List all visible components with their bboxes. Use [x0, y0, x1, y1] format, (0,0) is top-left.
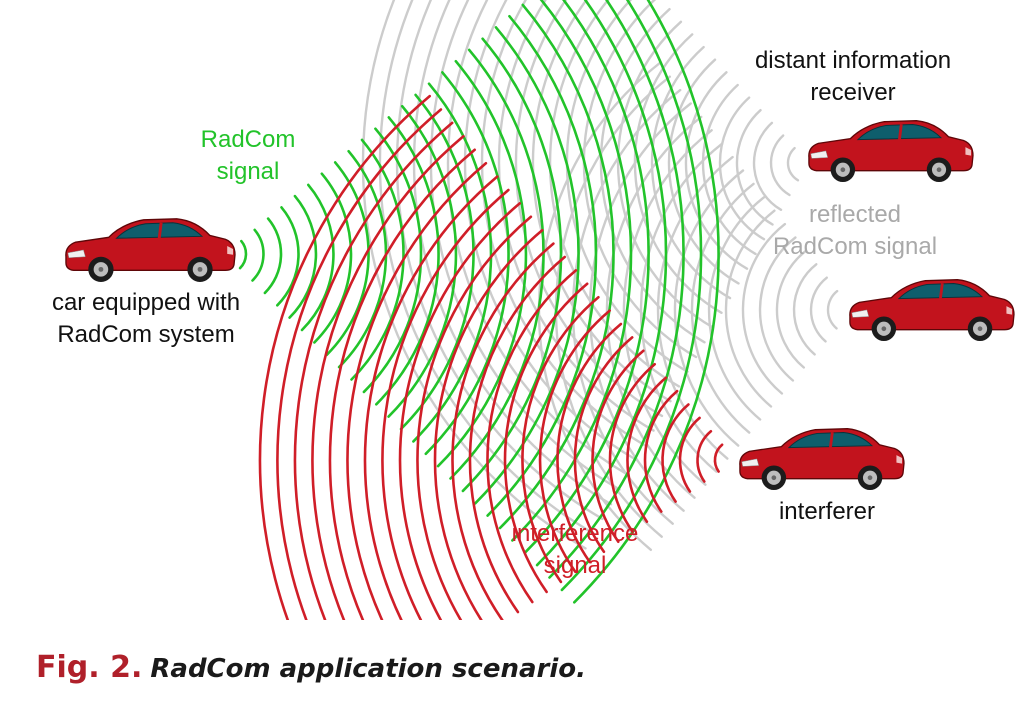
reflected-wave-arc	[752, 121, 783, 211]
reflected-wave-arc	[701, 83, 757, 256]
interference-wave-arc	[556, 322, 623, 564]
interferer-label: interferer	[778, 498, 876, 525]
interference-wave-arc	[416, 215, 533, 620]
interference-wave-arc	[363, 175, 499, 620]
interference-signal-waves	[258, 94, 724, 620]
radcom-wave-arc	[548, 0, 685, 579]
reflected-wave-arc	[826, 289, 839, 330]
reflected-wave-arc	[582, 0, 698, 359]
interference-wave-arc	[293, 121, 454, 620]
reflected-wave-arc	[616, 20, 715, 329]
radcom-wave-arc	[375, 116, 440, 406]
scenario-canvas	[64, 0, 1016, 620]
interference-wave-arc	[538, 309, 611, 574]
reflected-wave-arc	[786, 146, 800, 182]
radcom-wave-arc	[449, 48, 545, 480]
interference-wave-arc	[521, 295, 600, 584]
radcom-wave-arc	[412, 82, 493, 443]
radcom-wave-arc	[424, 71, 510, 456]
interference-wave-arc	[486, 269, 578, 604]
interference-wave-arc	[311, 135, 465, 620]
reflected-wave-arc	[718, 96, 766, 241]
reflected-wave-arc	[673, 169, 745, 447]
interference-wave-arc	[643, 389, 679, 513]
interference-wave-arc	[713, 443, 724, 473]
interference-wave-arc	[661, 403, 690, 503]
radcom-wave-arc	[523, 0, 650, 555]
radcom-wave-arc	[325, 161, 370, 357]
radcom-wave-arc	[498, 3, 615, 530]
radcom-signal-label: RadCom signal	[200, 126, 296, 185]
reflected-wave-arc	[809, 276, 828, 343]
radcom-wave-arc	[387, 104, 458, 418]
radcom-wave-arc	[288, 194, 318, 319]
interference-wave-arc	[328, 148, 476, 620]
interference-wave-arc	[433, 228, 544, 620]
distant-receiver-label: distant information receiver	[754, 47, 952, 106]
interference-wave-arc	[346, 161, 488, 620]
interference-wave-arc	[573, 336, 634, 554]
interference-signal-label: interference signal	[511, 520, 639, 579]
reflected-wave-arc	[735, 109, 774, 226]
figure-caption: Fig. 2.RadCom application scenario.	[36, 646, 586, 690]
interference-wave-arc	[591, 349, 645, 543]
interference-wave-arc	[696, 430, 713, 483]
interference-wave-arc	[258, 94, 431, 620]
reflected-wave-arc	[769, 134, 791, 197]
radcom-wave-arc	[313, 172, 353, 344]
car-icon	[64, 217, 237, 282]
reflected-wave-arc	[378, 0, 596, 535]
radcom-wave-arc	[535, 0, 668, 567]
interference-wave-arc	[678, 416, 701, 493]
reflected-wave-arc	[395, 0, 604, 521]
reflected-wave-arc	[633, 33, 723, 314]
reflected-wave-arc	[565, 0, 689, 373]
figure-number: Fig. 2.	[36, 650, 143, 685]
interference-wave-arc	[608, 362, 656, 533]
interference-wave-arc	[276, 108, 443, 620]
radcom-wave-arc	[337, 149, 388, 369]
reflected-wave-arc	[724, 209, 776, 408]
radcom-wave-arc	[238, 239, 248, 270]
interference-wave-arc	[398, 202, 521, 620]
radcom-wave-arc	[251, 228, 265, 282]
radcom-wave-arc	[461, 37, 563, 493]
interference-wave-arc	[451, 242, 555, 620]
radcom-wave-arc	[511, 0, 633, 542]
reflected-wave-arc	[639, 142, 724, 473]
reflected-wave-arc	[741, 222, 787, 395]
car-icon	[807, 119, 975, 182]
reflected-wave-arc	[707, 196, 766, 421]
reflected-wave-arc	[775, 249, 807, 369]
interference-wave-arc	[503, 282, 589, 594]
car-icon	[738, 427, 906, 490]
reflected-wave-arc	[792, 263, 818, 356]
radcom-wave-arc	[436, 59, 528, 468]
radcom-wave-arc	[399, 93, 475, 431]
radcom-wave-arc	[486, 14, 598, 517]
reflected-signal-label: reflected RadCom signal	[772, 201, 938, 260]
car-equipped-label: car equipped with RadCom system	[51, 289, 241, 348]
reflected-wave-arc	[571, 88, 682, 525]
car-icon	[848, 278, 1016, 341]
radcom-scenario-diagram	[64, 0, 1016, 620]
radcom-wave-arc	[300, 183, 335, 332]
interference-wave-arc	[626, 376, 668, 523]
interference-wave-arc	[381, 188, 510, 620]
radcom-wave-arc	[263, 217, 283, 295]
reflected-wave-arc	[758, 236, 797, 382]
reflected-wave-arc	[690, 182, 755, 434]
interference-wave-arc	[468, 255, 566, 614]
figure-title: RadCom application scenario.	[150, 654, 587, 684]
radcom-wave-arc	[560, 0, 703, 592]
reflected-wave-arc	[361, 0, 587, 550]
radcom-wave-arc	[276, 206, 300, 307]
